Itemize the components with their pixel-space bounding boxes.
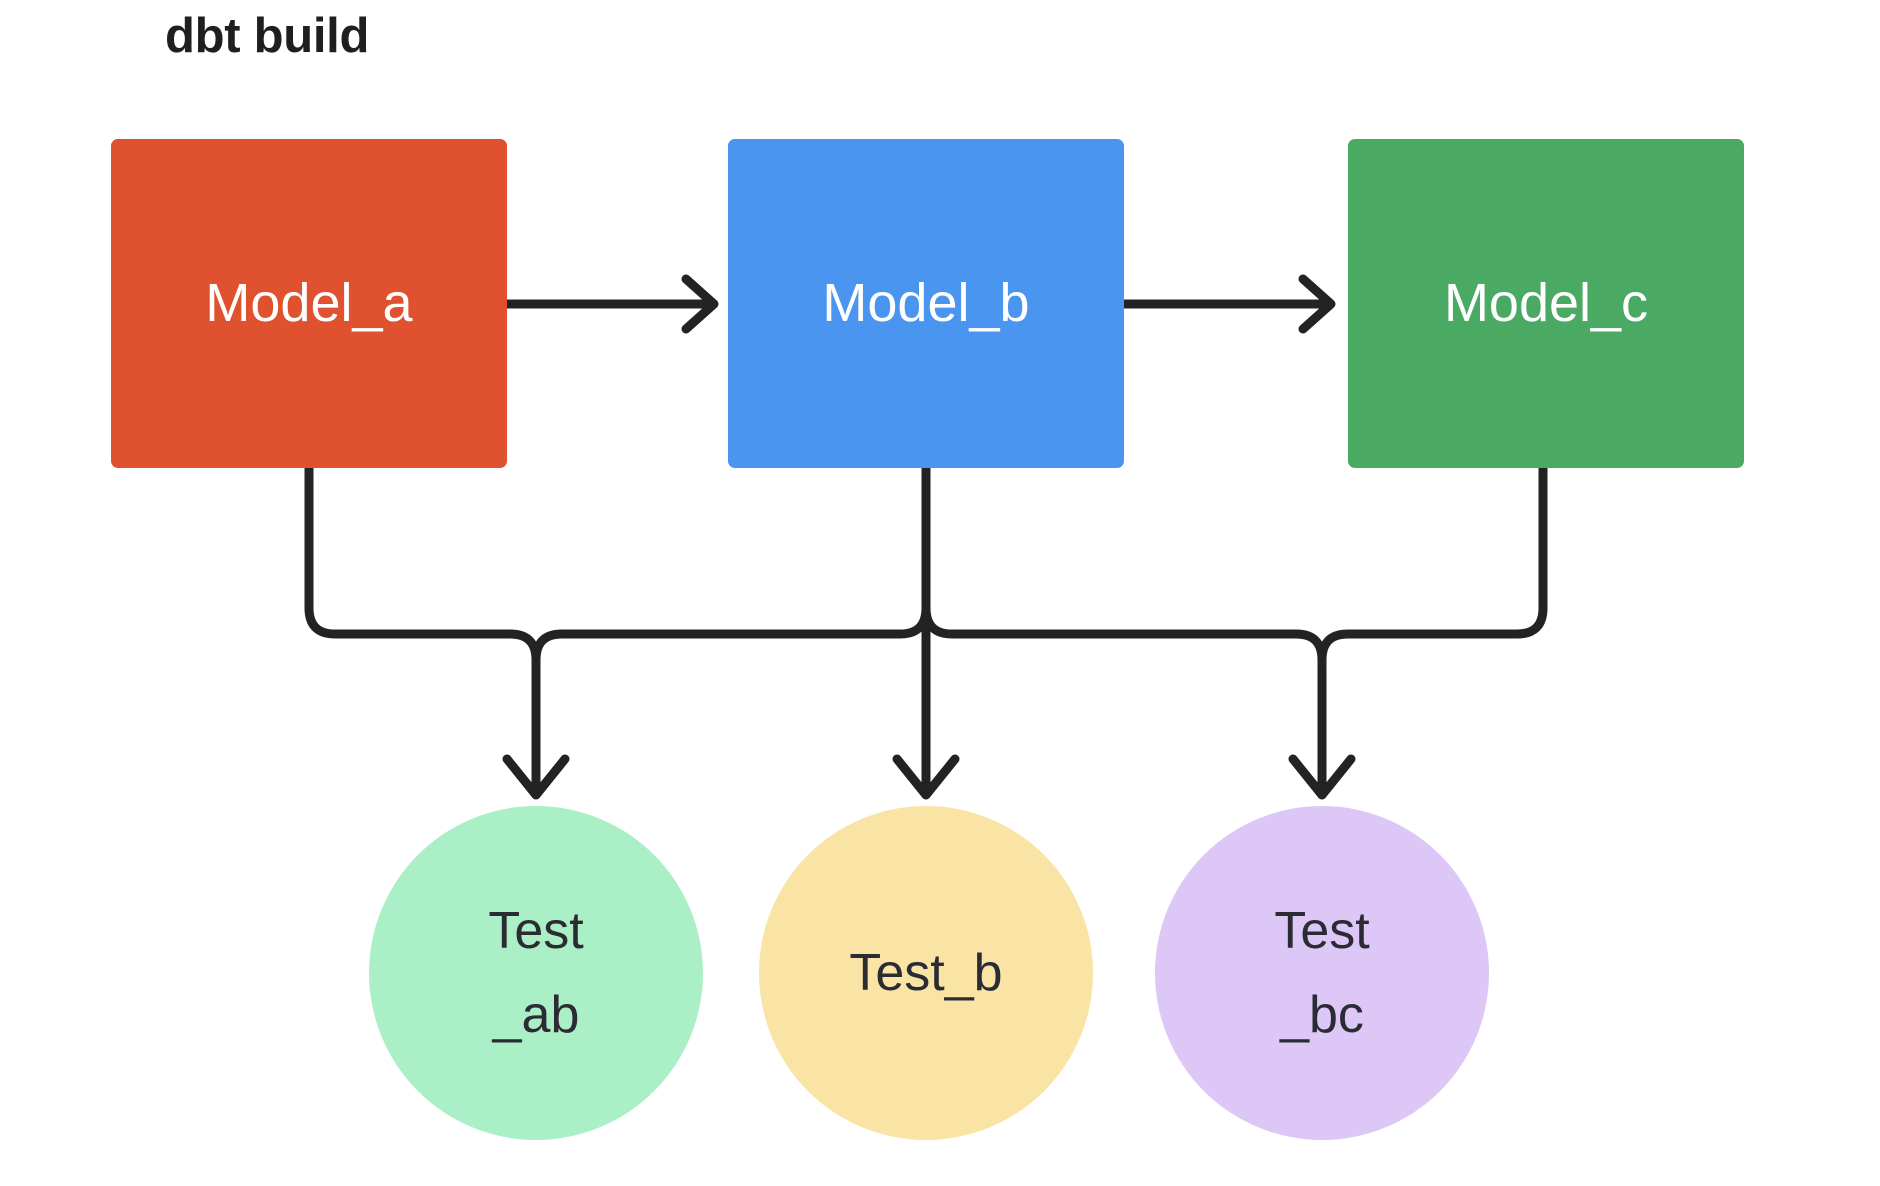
node-model-c[interactable]: Model_c: [1348, 139, 1744, 468]
node-test-b-label: Test_b: [849, 931, 1002, 1015]
edge-model-a-to-test-ab: [304, 463, 570, 800]
node-test-bc-label-line-2: _bc: [1280, 986, 1364, 1044]
node-model-b-label: Model_b: [822, 273, 1030, 334]
node-test-b[interactable]: Test_b: [759, 806, 1093, 1140]
node-model-c-label: Model_c: [1443, 273, 1649, 334]
diagram-title: dbt build: [165, 9, 370, 63]
node-test-bc-label-line-1: Test: [1274, 901, 1370, 960]
node-test-ab-label-line-1: Test: [488, 901, 584, 960]
node-model-a-label: Model_a: [205, 273, 413, 334]
edge-model-b-to-test-bc: [921, 463, 1356, 800]
edge-model-c-to-test-bc: [1317, 463, 1548, 665]
node-test-bc-label: Test _bc: [1274, 889, 1369, 1057]
edge-model-b-to-test-ab: [531, 463, 931, 665]
edge-model-b-to-model-c: [1119, 274, 1336, 334]
node-test-b-label-line-1: Test_b: [849, 943, 1003, 1002]
edge-model-a-to-model-b: [502, 274, 719, 334]
node-test-ab-label: Test _ab: [488, 889, 583, 1057]
edge-model-b-to-test-b: [892, 463, 960, 800]
node-model-a[interactable]: Model_a: [111, 139, 507, 468]
node-test-bc[interactable]: Test _bc: [1155, 806, 1489, 1140]
node-test-ab-label-line-2: _ab: [492, 986, 580, 1044]
node-model-b[interactable]: Model_b: [728, 139, 1124, 468]
node-test-ab[interactable]: Test _ab: [369, 806, 703, 1140]
